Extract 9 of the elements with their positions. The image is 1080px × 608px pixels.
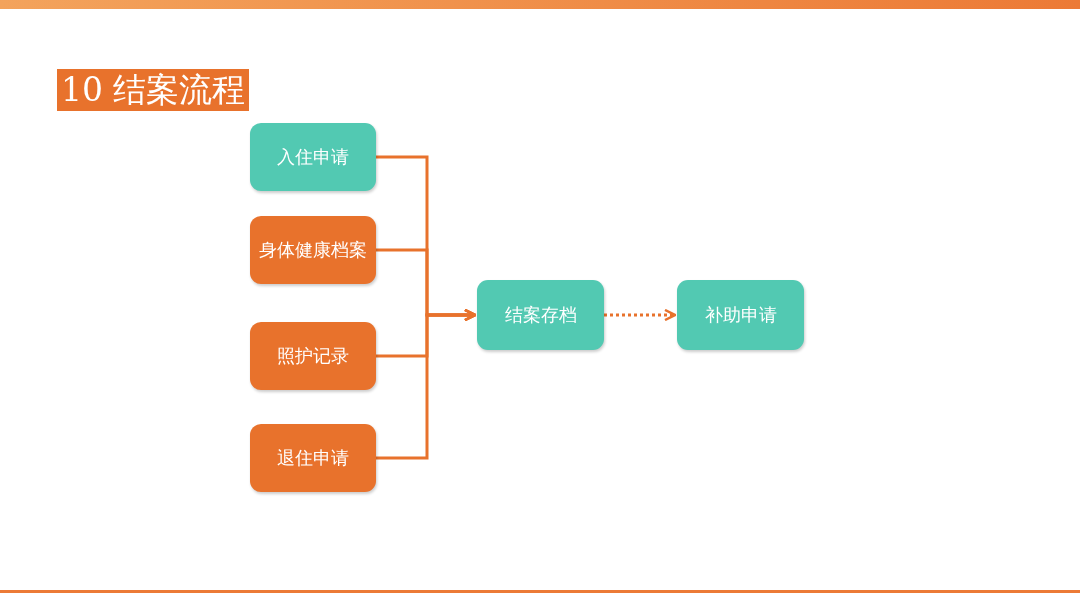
- process-box: 入住申请: [250, 123, 376, 191]
- process-box: 补助申请: [677, 280, 804, 350]
- process-box: 退住申请: [250, 424, 376, 492]
- arrow: [376, 308, 477, 460]
- process-box: 照护记录: [250, 322, 376, 390]
- process-box: 身体健康档案: [250, 216, 376, 284]
- title-banner: 10 结案流程: [57, 69, 250, 111]
- process-box: 结案存档: [477, 280, 604, 350]
- arrow: [604, 308, 677, 322]
